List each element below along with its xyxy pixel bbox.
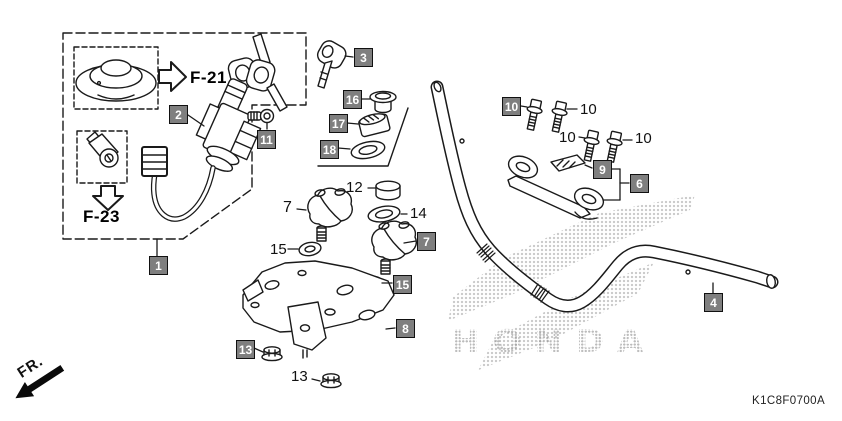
label-part-13[interactable]: 13 <box>291 368 308 385</box>
washer-14-drawing <box>367 205 401 223</box>
f23-dashed-box <box>76 130 128 184</box>
callout-part-16[interactable]: 16 <box>343 90 362 109</box>
label-part-14[interactable]: 14 <box>410 205 427 222</box>
label-part-10-a[interactable]: 10 <box>580 101 597 118</box>
label-part-12[interactable]: 12 <box>346 179 363 196</box>
callout-part-3[interactable]: 3 <box>354 48 373 67</box>
cap-12-drawing <box>375 180 401 201</box>
callout-part-9[interactable]: 9 <box>593 160 612 179</box>
callout-part-8[interactable]: 8 <box>396 319 415 338</box>
group-16-18-bracket-line <box>317 107 409 167</box>
knurl-band <box>476 243 496 263</box>
callout-part-18[interactable]: 18 <box>320 140 339 159</box>
callout-part-4[interactable]: 4 <box>704 293 723 312</box>
callout-part-15[interactable]: 15 <box>393 275 412 294</box>
flange-bolt-drawing <box>551 100 568 133</box>
washer-15-drawing <box>298 241 322 257</box>
ignition-switch-drawing <box>141 33 288 222</box>
diagram-code: K1C8F0700A <box>752 395 826 407</box>
label-part-10-b[interactable]: 10 <box>559 129 576 146</box>
callout-part-2[interactable]: 2 <box>169 105 188 124</box>
leader-lines <box>156 55 714 382</box>
callout-part-6[interactable]: 6 <box>630 174 649 193</box>
label-part-7[interactable]: 7 <box>283 199 292 216</box>
handle-mount-drawing <box>371 220 417 275</box>
bridge-bracket-drawing <box>242 260 395 359</box>
washer-18-drawing <box>350 140 386 160</box>
watermark-honda-text: HONDA <box>451 323 657 361</box>
f23-arrow-icon <box>92 185 124 211</box>
f21-arrow-icon <box>158 61 187 92</box>
nut-17-drawing <box>358 113 391 138</box>
flange-bolt-drawing <box>583 129 600 162</box>
ref-label-f21[interactable]: F-21 <box>190 68 227 87</box>
callout-part-7[interactable]: 7 <box>417 232 436 251</box>
nut-13-drawing <box>261 346 283 362</box>
handlebar-pipe-drawing <box>430 80 779 313</box>
callout-part-10[interactable]: 10 <box>502 97 521 116</box>
flange-bolt-drawing <box>526 98 543 131</box>
key-cylinder-cover-drawing <box>75 59 157 102</box>
key-drawing <box>316 40 347 89</box>
lock-cylinder-drawing <box>86 131 119 168</box>
ref-label-f23[interactable]: F-23 <box>83 207 120 226</box>
grommet-drawing <box>369 90 397 114</box>
callout-part-11[interactable]: 11 <box>257 130 276 149</box>
screw-drawing <box>247 108 275 124</box>
flange-bolt-drawing <box>606 130 623 163</box>
label-part-15[interactable]: 15 <box>270 241 287 258</box>
upper-holder-drawing <box>507 155 605 220</box>
callout-part-17[interactable]: 17 <box>329 114 348 133</box>
callout-part-13[interactable]: 13 <box>236 340 255 359</box>
knurl-band <box>530 283 550 303</box>
callout-part-1[interactable]: 1 <box>149 256 168 275</box>
handle-mount-drawing <box>307 187 353 242</box>
setting-plate-drawing <box>550 154 586 172</box>
nut-13-drawing <box>320 373 342 389</box>
label-part-10-c[interactable]: 10 <box>635 130 652 147</box>
